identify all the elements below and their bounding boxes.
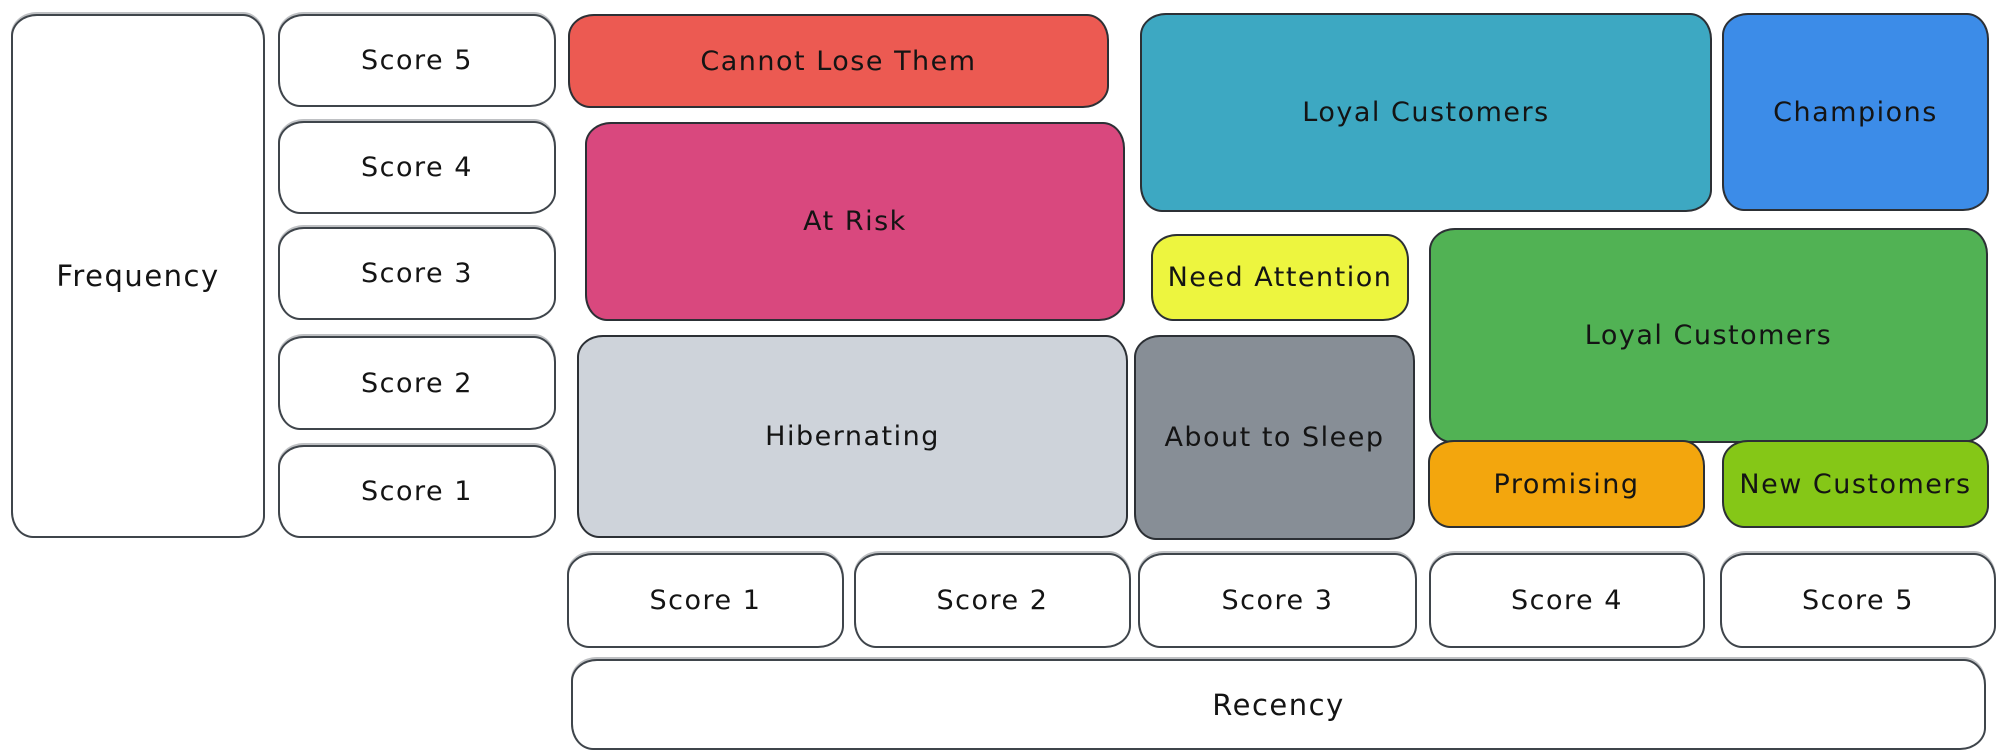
segment-promising: Promising	[1428, 440, 1705, 528]
recency-score-2: Score 2	[854, 553, 1131, 648]
segment-new-customers: New Customers	[1722, 440, 1989, 528]
frequency-score-1: Score 1	[278, 445, 556, 538]
recency-score-1: Score 1	[567, 553, 844, 648]
frequency-score-2: Score 2	[278, 336, 556, 430]
segment-cannot-lose-them: Cannot Lose Them	[568, 14, 1109, 108]
frequency-axis-label: Frequency	[11, 14, 265, 538]
recency-score-5: Score 5	[1720, 553, 1996, 648]
frequency-score-4: Score 4	[278, 121, 556, 214]
recency-axis-label: Recency	[571, 659, 1986, 750]
segment-hibernating: Hibernating	[577, 335, 1128, 538]
segment-about-to-sleep: About to Sleep	[1134, 335, 1415, 540]
recency-score-4: Score 4	[1429, 553, 1705, 648]
segment-loyal-customers-top: Loyal Customers	[1140, 13, 1712, 212]
frequency-score-3: Score 3	[278, 227, 556, 320]
segment-need-attention: Need Attention	[1151, 234, 1409, 321]
segment-loyal-customers-right: Loyal Customers	[1429, 228, 1988, 443]
recency-score-3: Score 3	[1138, 553, 1417, 648]
segment-champions: Champions	[1722, 13, 1989, 211]
segment-at-risk: At Risk	[585, 122, 1125, 321]
frequency-score-5: Score 5	[278, 14, 556, 107]
